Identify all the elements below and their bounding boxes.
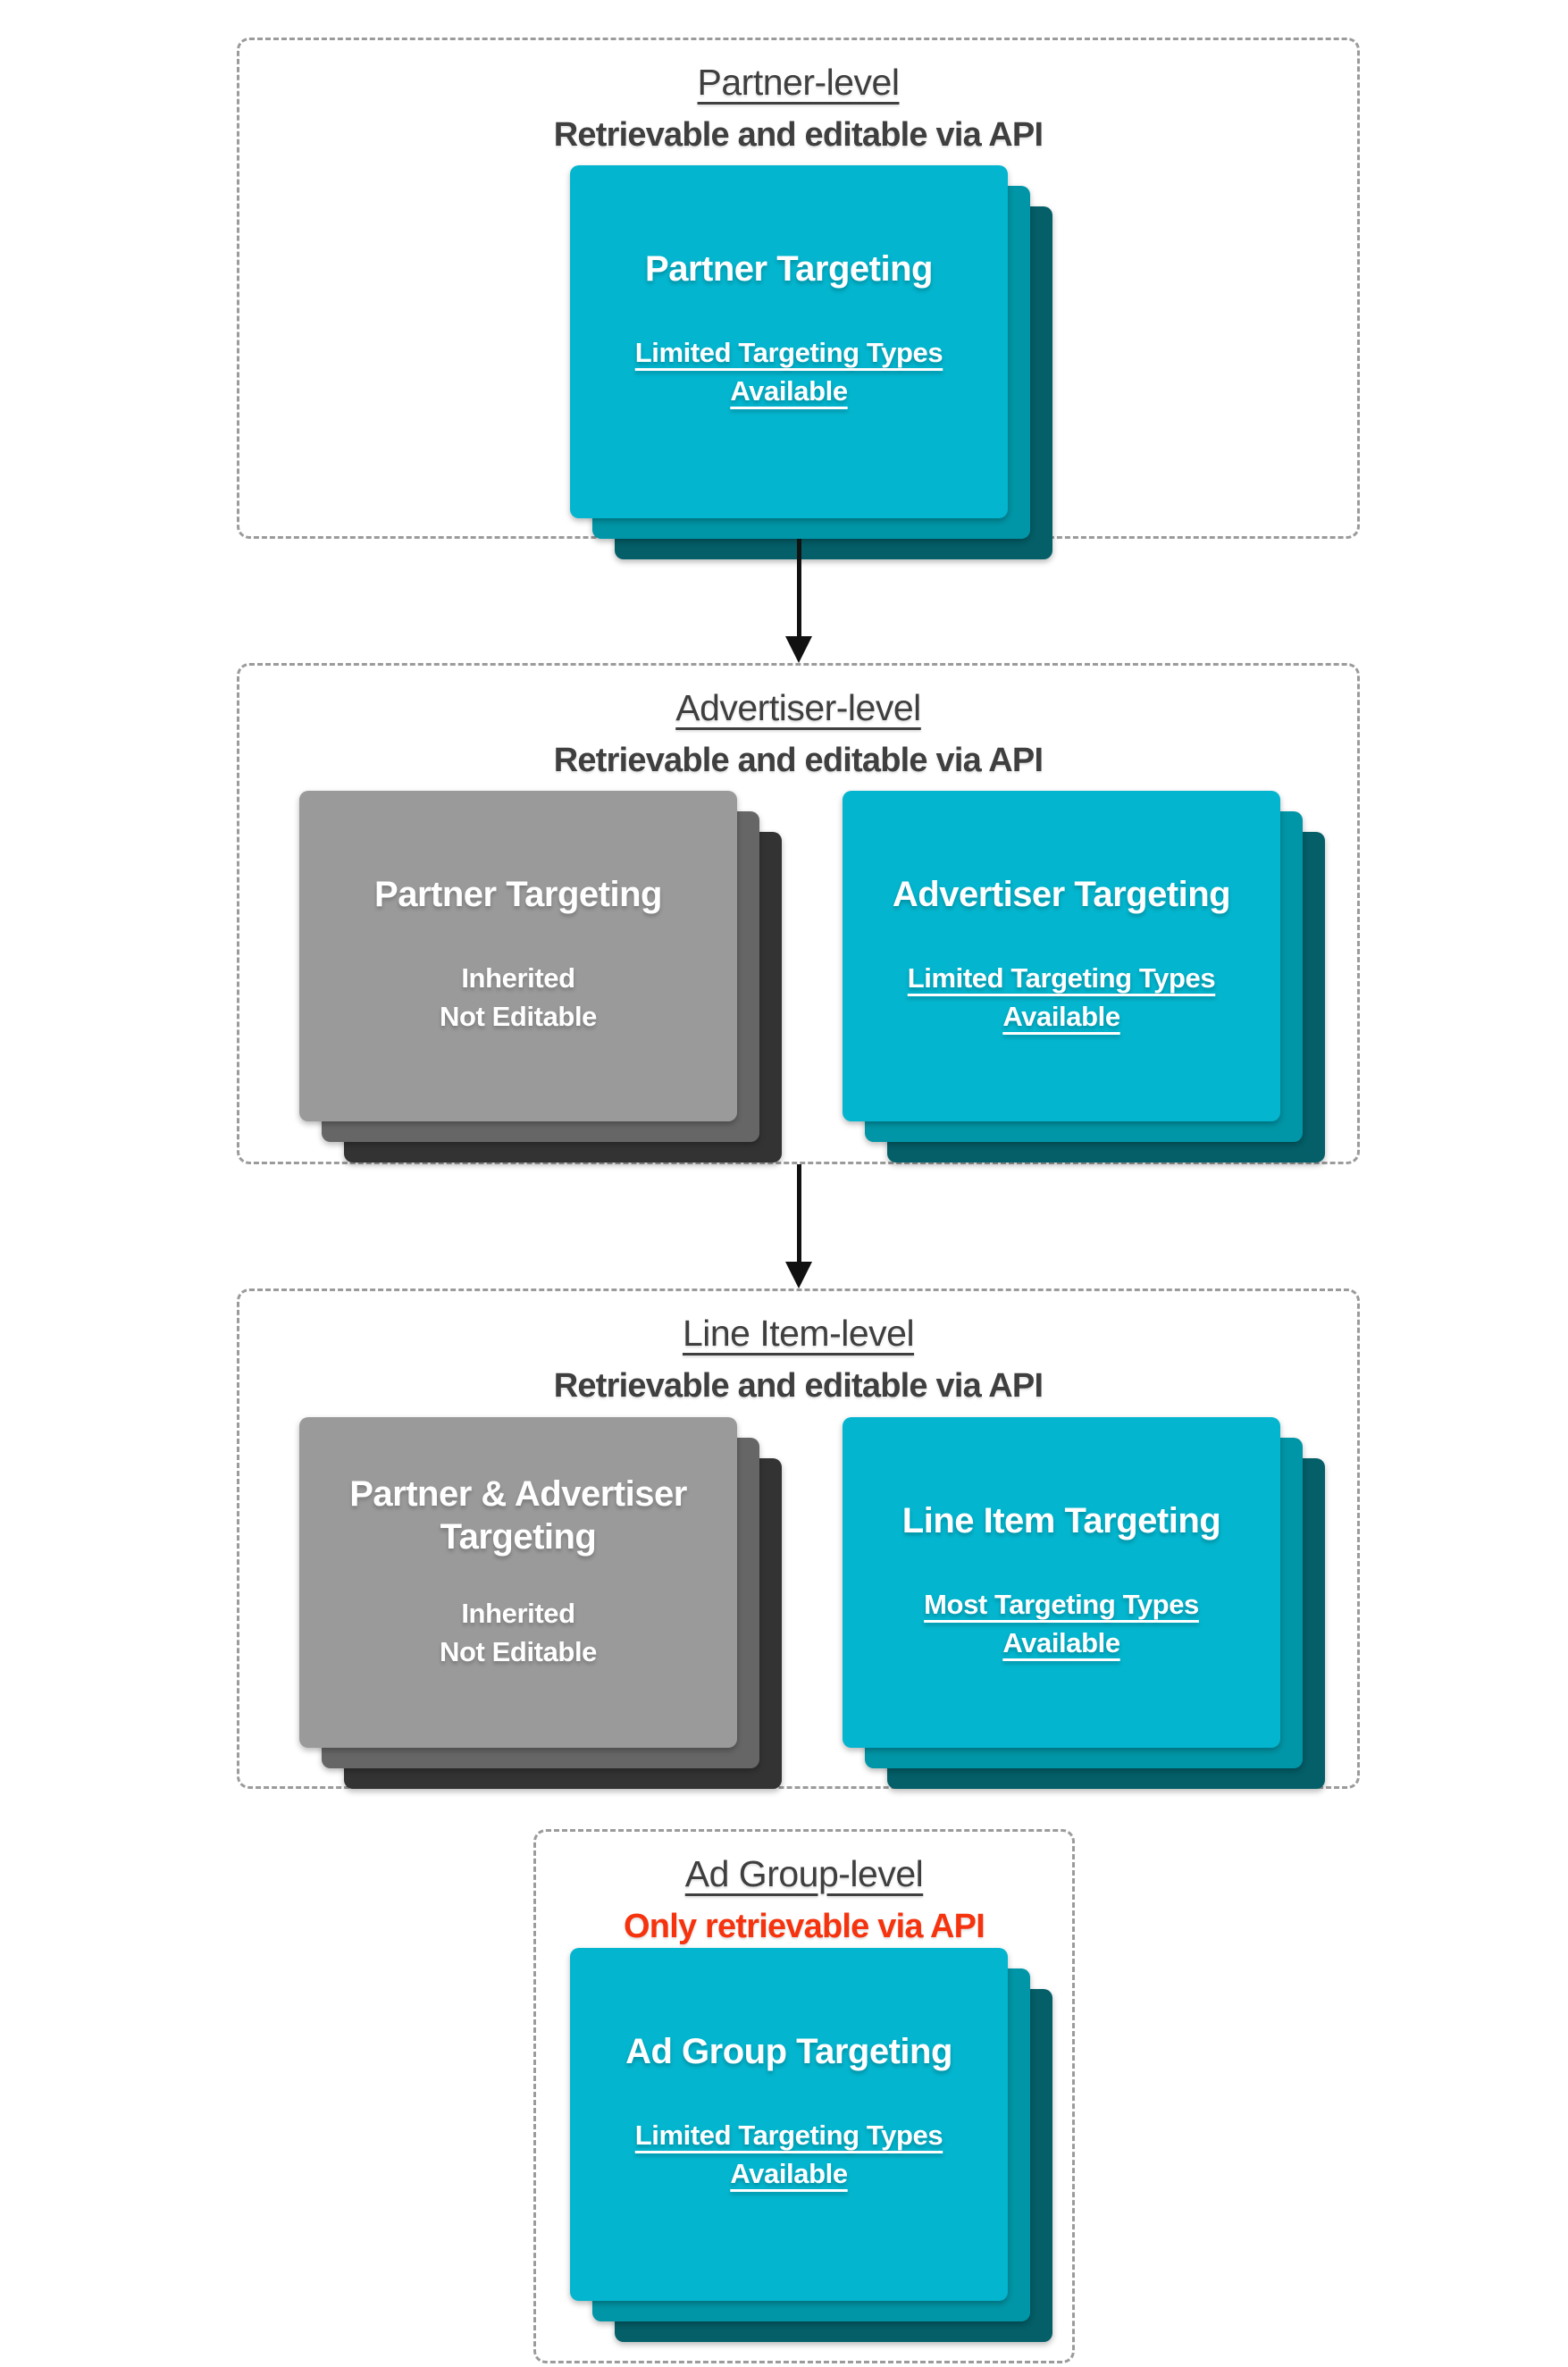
card-title: Advertiser Targeting	[892, 875, 1231, 914]
card-note: Limited Targeting Types Available	[634, 337, 943, 407]
inherited-partner-targeting-card-stack: Partner Targeting Inherited Not Editable	[299, 791, 782, 1163]
inherited-partner-targeting-card: Partner Targeting Inherited Not Editable	[299, 791, 737, 1121]
line-item-targeting-card-stack: Line Item Targeting Most Targeting Types…	[843, 1417, 1325, 1789]
card-title: Partner Targeting	[645, 249, 933, 289]
arrow-down-icon	[785, 539, 812, 663]
arrow-down-icon	[785, 1164, 812, 1288]
card-title: Ad Group Targeting	[625, 2032, 952, 2071]
card-note: Most Targeting Types Available	[924, 1589, 1199, 1659]
inherited-partner-advertiser-targeting-card-stack: Partner & Advertiser Targeting Inherited…	[299, 1417, 782, 1789]
ad-group-targeting-card-stack: Ad Group Targeting Limited Targeting Typ…	[570, 1948, 1052, 2342]
level-title: Line Item-level	[682, 1313, 915, 1354]
card-note: Inherited Not Editable	[440, 1594, 597, 1672]
level-title: Ad Group-level	[684, 1853, 924, 1894]
card-note: Limited Targeting Types Available	[907, 962, 1216, 1033]
note-line: Inherited	[461, 962, 575, 994]
section-partner-level: Partner-level Retrievable and editable v…	[237, 38, 1360, 559]
level-title: Partner-level	[697, 62, 900, 103]
arrow-head	[785, 636, 812, 663]
line-item-targeting-card: Line Item Targeting Most Targeting Types…	[843, 1417, 1280, 1748]
advertiser-targeting-card-stack: Advertiser Targeting Limited Targeting T…	[843, 791, 1325, 1163]
card-title: Partner Targeting	[374, 875, 662, 914]
level-title: Advertiser-level	[675, 687, 921, 728]
section-line-item-level: Line Item-level Retrievable and editable…	[237, 1288, 1360, 1789]
note-line: Not Editable	[439, 1636, 598, 1668]
ad-group-targeting-card: Ad Group Targeting Limited Targeting Typ…	[570, 1948, 1008, 2301]
section-ad-group-level: Ad Group-level Only retrievable via API …	[533, 1829, 1075, 2363]
api-access-note: Retrievable and editable via API	[553, 1367, 1044, 1406]
api-access-note: Retrievable and editable via API	[553, 116, 1044, 155]
card-note: Limited Targeting Types Available	[634, 2119, 943, 2190]
card-note: Inherited Not Editable	[440, 959, 597, 1037]
api-access-note: Retrievable and editable via API	[553, 742, 1044, 780]
inherited-partner-advertiser-targeting-card: Partner & Advertiser Targeting Inherited…	[299, 1417, 737, 1748]
section-advertiser-level: Advertiser-level Retrievable and editabl…	[237, 663, 1360, 1164]
section-header: Line Item-level Retrievable and editable…	[239, 1311, 1357, 1408]
partner-targeting-card: Partner Targeting Limited Targeting Type…	[570, 165, 1008, 518]
section-header: Partner-level Retrievable and editable v…	[239, 60, 1357, 157]
card-title: Partner & Advertiser Targeting	[349, 1474, 687, 1557]
arrow-shaft	[796, 1164, 801, 1262]
note-line: Inherited	[461, 1598, 575, 1629]
note-line: Not Editable	[439, 1001, 598, 1033]
section-header: Ad Group-level Only retrievable via API	[536, 1851, 1072, 1949]
section-header: Advertiser-level Retrievable and editabl…	[239, 685, 1357, 783]
advertiser-targeting-card: Advertiser Targeting Limited Targeting T…	[843, 791, 1280, 1121]
card-title: Line Item Targeting	[901, 1501, 1221, 1540]
partner-targeting-card-stack: Partner Targeting Limited Targeting Type…	[570, 165, 1052, 559]
arrow-head	[785, 1262, 812, 1288]
api-access-note: Only retrievable via API	[624, 1908, 985, 1946]
arrow-shaft	[796, 539, 801, 636]
